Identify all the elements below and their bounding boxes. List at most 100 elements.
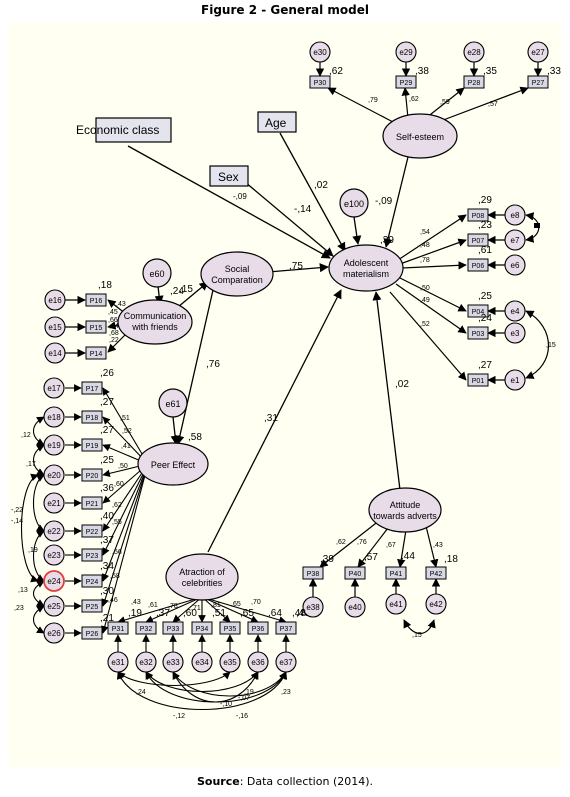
celebrity-item-6-box bbox=[275, 621, 297, 635]
celebrities-label-2: celebrities bbox=[182, 578, 223, 588]
peer-loading-7: ,56 bbox=[112, 549, 122, 556]
coef-materialism-r2: ,39 bbox=[380, 235, 394, 246]
figure-title: Figure 2 - General model bbox=[201, 3, 369, 17]
peer-item-1-box bbox=[81, 410, 103, 424]
celebrity-error-5-circle bbox=[247, 651, 269, 673]
peer-correlation-2: -,22 bbox=[11, 507, 23, 514]
peer-error-1-circle bbox=[43, 406, 65, 428]
materialism-e8-e7-marker bbox=[534, 223, 540, 228]
materialism-r2-1: ,23 bbox=[478, 220, 492, 231]
celebrity-item-3-box bbox=[191, 621, 213, 635]
materialism-item-5-label: P01 bbox=[472, 378, 485, 385]
path-sex-materialism bbox=[244, 181, 334, 257]
celebrity-correlation-5: -,12 bbox=[173, 713, 185, 720]
self-esteem-loading-1: ,62 bbox=[409, 96, 419, 103]
path-social-peer bbox=[175, 289, 214, 445]
self-esteem-item-3-box bbox=[527, 75, 549, 89]
self-esteem-error-0-circle bbox=[309, 41, 331, 63]
adverts-loading-1: ,76 bbox=[357, 539, 367, 546]
peer-item-5-label: P22 bbox=[86, 529, 99, 536]
communication-item-1-box bbox=[85, 320, 107, 334]
peer-error-2-circle bbox=[43, 434, 65, 456]
adverts-measurement bbox=[308, 519, 441, 635]
disturbances: e100 e60 e61 bbox=[142, 188, 369, 418]
path-age-materialism bbox=[279, 132, 346, 252]
celebrity-item-5-box bbox=[247, 621, 269, 635]
peer-item-5-box bbox=[81, 524, 103, 538]
adverts-error-2-circle bbox=[385, 593, 407, 615]
communication-item-0-label: P16 bbox=[90, 298, 103, 305]
celebrity-r2-0: ,19 bbox=[128, 608, 142, 619]
path-adverts-materialism bbox=[372, 291, 401, 491]
communication-item-1-label: P15 bbox=[90, 325, 103, 332]
materialism-r2-4: ,24 bbox=[478, 313, 492, 324]
adverts-error-0-label: e38 bbox=[306, 603, 320, 612]
adverts-error-0-circle bbox=[302, 596, 324, 618]
celebrity-item-5-label: P36 bbox=[252, 626, 265, 633]
adverts-correlation: ,15 bbox=[412, 632, 422, 639]
peer-error-2-label: e19 bbox=[47, 441, 61, 450]
coef-selfesteem: -,09 bbox=[375, 196, 393, 207]
path-economic-materialism bbox=[127, 145, 331, 259]
celebrity-error-6-circle bbox=[275, 651, 297, 673]
celebrity-correlation-0: ,24 bbox=[136, 689, 146, 696]
peer-item-2-box bbox=[81, 438, 103, 452]
peer-error-5-label: e22 bbox=[47, 527, 61, 536]
celebrity-r2-2: ,60 bbox=[183, 608, 197, 619]
adverts-r2-2: ,44 bbox=[401, 551, 415, 562]
celebrity-correlation-1: ,19 bbox=[244, 689, 254, 696]
adverts-extra-r2: ,48 bbox=[292, 608, 306, 619]
social-comparation-label-1: Social bbox=[225, 264, 250, 274]
self-esteem-error-0-label: e30 bbox=[313, 48, 327, 57]
peer-item-7-label: P24 bbox=[86, 579, 99, 586]
celebrity-error-5-label: e36 bbox=[251, 658, 265, 667]
peer-loading-2: ,41 bbox=[121, 443, 131, 450]
materialism-error-1-label: e7 bbox=[511, 236, 520, 245]
path-social-materialism bbox=[267, 263, 329, 273]
coef-social-peer: ,76 bbox=[206, 359, 220, 370]
peer-error-4-label: e21 bbox=[47, 499, 61, 508]
peer-item-9-label: P26 bbox=[86, 631, 99, 638]
coef-social: ,75 bbox=[289, 261, 303, 272]
path-e61-peer bbox=[170, 416, 180, 445]
celebrity-error-0-circle bbox=[107, 651, 129, 673]
celebrity-item-4-label: P35 bbox=[224, 626, 237, 633]
peer-error-9-label: e26 bbox=[47, 629, 61, 638]
materialism-error-1-circle bbox=[504, 229, 526, 251]
peer-r2-4: ,36 bbox=[100, 483, 114, 494]
structural-paths bbox=[127, 132, 409, 553]
peer-error-7-circle bbox=[43, 570, 65, 592]
communication-label-4: ,68 bbox=[109, 330, 119, 337]
self-esteem-error-3-label: e27 bbox=[531, 48, 545, 57]
celebrity-error-1-circle bbox=[135, 651, 157, 673]
materialism-loading-0: ,54 bbox=[420, 229, 430, 236]
communication-label-1: ,45 bbox=[108, 309, 118, 316]
materialism-error-3-label: e4 bbox=[511, 307, 520, 316]
peer-correlation-1: ,17 bbox=[26, 461, 36, 468]
peer-item-2-label: P19 bbox=[86, 443, 99, 450]
celebrity-error-1-label: e32 bbox=[139, 658, 153, 667]
celebrity-error-0-label: e31 bbox=[111, 658, 125, 667]
peer-loading-4: ,60 bbox=[114, 481, 124, 488]
adverts-label-1: Attitude bbox=[390, 500, 421, 510]
adverts-error-3-circle bbox=[425, 593, 447, 615]
materialism-loading-4: ,49 bbox=[420, 297, 430, 304]
adverts-loading-0: ,62 bbox=[336, 539, 346, 546]
communication-error-2-circle bbox=[44, 342, 66, 364]
materialism-item-3-box bbox=[467, 304, 489, 318]
self-esteem-item-1-label: P29 bbox=[400, 80, 413, 87]
social-comparation-label-2: Comparation bbox=[211, 275, 263, 285]
celebrity-r2-5: ,64 bbox=[268, 608, 282, 619]
peer-loading-8: ,58 bbox=[110, 573, 120, 580]
peer-error-3-circle bbox=[43, 464, 65, 486]
peer-loading-1: ,52 bbox=[122, 428, 132, 435]
self-esteem-item-2-box bbox=[463, 75, 485, 89]
materialism-item-0-box bbox=[467, 208, 489, 222]
path-e100-materialism bbox=[352, 216, 362, 245]
adverts-loading-2: ,67 bbox=[386, 542, 396, 549]
adverts-item-0-label: P38 bbox=[307, 571, 320, 578]
figure-source: Source: Data collection (2014). bbox=[0, 775, 570, 788]
e100-label: e100 bbox=[344, 199, 364, 209]
peer-error-8-circle bbox=[43, 595, 65, 617]
peer-item-6-box bbox=[81, 548, 103, 562]
